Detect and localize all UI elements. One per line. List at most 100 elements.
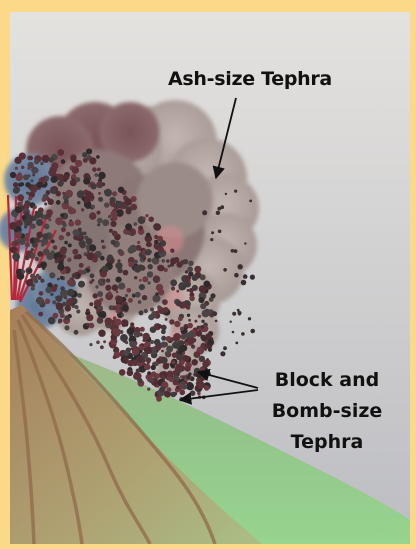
tephra-particle — [89, 244, 96, 251]
tephra-particle — [201, 325, 205, 329]
tephra-particle — [40, 177, 45, 182]
tephra-particle — [30, 274, 35, 279]
tephra-particle — [223, 268, 227, 272]
tephra-particle — [135, 327, 141, 333]
tephra-particle — [37, 182, 43, 188]
tephra-particle — [170, 279, 177, 286]
tephra-particle — [162, 299, 168, 305]
tephra-particle — [10, 172, 16, 178]
tephra-particle — [28, 269, 32, 273]
tephra-particle — [186, 305, 190, 309]
tephra-particle — [139, 279, 142, 282]
tephra-particle — [140, 327, 145, 332]
tephra-particle — [64, 315, 69, 320]
tephra-particle — [167, 387, 172, 392]
tephra-particle — [86, 309, 90, 313]
tephra-particle — [37, 211, 43, 217]
tephra-particle — [104, 202, 109, 207]
tephra-particle — [130, 347, 133, 350]
tephra-particle — [194, 351, 201, 358]
tephra-particle — [138, 300, 142, 304]
tephra-particle — [93, 293, 98, 298]
tephra-particle — [220, 351, 225, 356]
tephra-particle — [97, 211, 101, 215]
tephra-particle — [59, 261, 64, 266]
tephra-particle — [112, 328, 119, 335]
tephra-particle — [200, 274, 206, 280]
tephra-particle — [51, 250, 55, 254]
tephra-particle — [175, 363, 183, 371]
tephra-particle — [142, 359, 146, 363]
tephra-particle — [187, 323, 193, 329]
tephra-particle — [104, 190, 108, 194]
tephra-particle — [110, 211, 117, 218]
tephra-particle — [44, 203, 47, 206]
tephra-particle — [156, 396, 162, 402]
tephra-particle — [122, 304, 129, 311]
tephra-particle — [231, 249, 235, 253]
tephra-particle — [159, 308, 165, 314]
tephra-particle — [100, 345, 104, 349]
tephra-particle — [112, 284, 119, 291]
tephra-particle — [36, 232, 42, 238]
tephra-particle — [33, 216, 37, 220]
tephra-particle — [39, 291, 44, 296]
tephra-particle — [67, 289, 75, 297]
tephra-particle — [61, 227, 66, 232]
tephra-particle — [83, 232, 87, 236]
tephra-particle — [82, 197, 86, 201]
tephra-particle — [102, 245, 106, 249]
tephra-particle — [13, 187, 20, 194]
tephra-particle — [199, 356, 205, 362]
tephra-particle — [66, 232, 71, 237]
tephra-particle — [145, 214, 148, 217]
tephra-particle — [202, 210, 207, 215]
tephra-particle — [139, 284, 145, 290]
tephra-particle — [16, 220, 23, 227]
tephra-particle — [206, 358, 209, 361]
tephra-particle — [147, 371, 151, 375]
tephra-particle — [212, 311, 217, 316]
tephra-particle — [15, 174, 23, 182]
tephra-particle — [166, 259, 169, 262]
tephra-particle — [188, 261, 193, 266]
tephra-particle — [89, 212, 96, 219]
tephra-particle — [85, 203, 91, 209]
tephra-particle — [166, 346, 173, 353]
tephra-particle — [107, 254, 113, 260]
tephra-particle — [48, 169, 56, 177]
tephra-particle — [60, 213, 64, 217]
tephra-particle — [250, 329, 255, 334]
tephra-particle — [15, 240, 18, 243]
tephra-particle — [137, 241, 140, 244]
tephra-particle — [248, 317, 251, 320]
tephra-particle — [147, 281, 150, 284]
tephra-particle — [176, 290, 179, 293]
tephra-particle — [235, 342, 238, 345]
tephra-particle — [206, 302, 209, 305]
tephra-particle — [154, 279, 158, 283]
tephra-particle — [171, 392, 177, 398]
tephra-particle — [23, 174, 29, 180]
tephra-particle — [97, 317, 100, 320]
tephra-particle — [31, 179, 34, 182]
tephra-particle — [75, 177, 80, 182]
tephra-particle — [76, 309, 80, 313]
tephra-particle — [40, 279, 44, 283]
tephra-particle — [123, 350, 129, 356]
tephra-particle — [55, 217, 63, 225]
tephra-particle — [159, 387, 165, 393]
tephra-particle — [25, 242, 30, 247]
block-label-line-2: Bomb-size — [262, 396, 392, 427]
tephra-particle — [55, 191, 61, 197]
tephra-particle — [123, 270, 129, 276]
tephra-particle — [126, 288, 131, 293]
tephra-particle — [112, 191, 117, 196]
tephra-particle — [210, 293, 215, 298]
tephra-particle — [123, 339, 127, 343]
tephra-particle — [65, 195, 69, 199]
tephra-particle — [180, 375, 183, 378]
tephra-particle — [210, 238, 213, 241]
tephra-particle — [211, 231, 214, 234]
tephra-particle — [71, 157, 77, 163]
